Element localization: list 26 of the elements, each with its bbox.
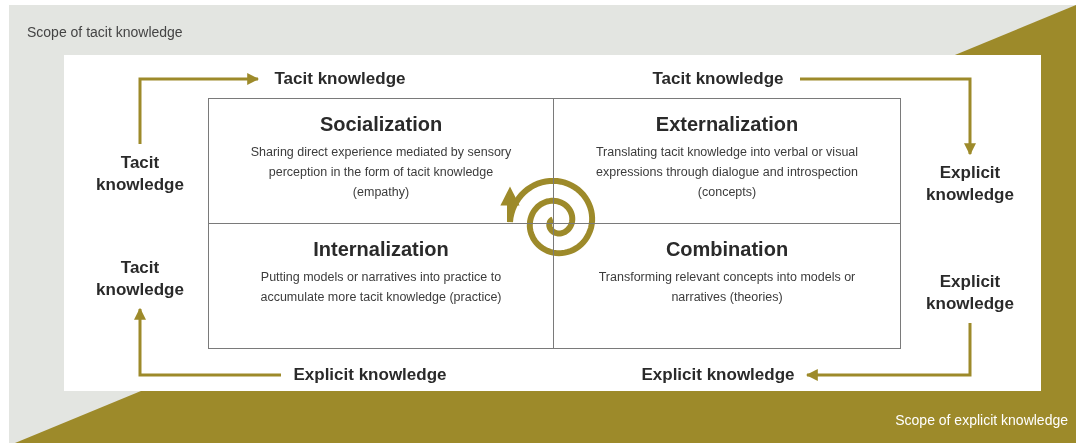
arrow <box>805 323 972 381</box>
knowledge-label: Tacit knowledge <box>80 253 200 305</box>
arrow <box>800 77 976 156</box>
knowledge-label: Tacit knowledge <box>262 66 418 92</box>
quadrant-description: Transforming relevant concepts into models or narratives (theories) <box>597 269 857 306</box>
knowledge-label: Explicit knowledge <box>905 267 1035 319</box>
knowledge-label: Tacit knowledge <box>640 66 796 92</box>
quadrant-heading: Socialization <box>319 113 443 136</box>
quadrant-description: Putting models or narratives into practice to accumulate more tacit knowledge (practice) <box>259 269 503 306</box>
quadrant-heading: Combination <box>665 238 789 261</box>
knowledge-label: Explicit knowledge <box>633 362 803 388</box>
quadrant-description: Translating tacit knowledge into verbal or visual expressions through dialogue and introspection (concepts) <box>594 144 860 201</box>
knowledge-label: Explicit knowledge <box>905 158 1035 210</box>
quadrant-box <box>208 98 554 224</box>
scope-label: Scope of tacit knowledge <box>27 24 183 40</box>
knowledge-label: Tacit knowledge <box>80 148 200 200</box>
quadrant-box <box>553 223 901 349</box>
arrow <box>134 307 281 377</box>
arrow <box>138 73 260 144</box>
quadrant-box <box>553 98 901 224</box>
scope-label: Scope of explicit knowledge <box>895 412 1068 428</box>
quadrant-heading: Internalization <box>313 238 449 261</box>
quadrant-description: Sharing direct experience mediated by sensory perception in the form of tacit knowledge (empathy) <box>249 144 513 201</box>
quadrant-heading: Externalization <box>655 113 799 136</box>
quadrant-box <box>208 223 554 349</box>
knowledge-label: Explicit knowledge <box>285 362 455 388</box>
